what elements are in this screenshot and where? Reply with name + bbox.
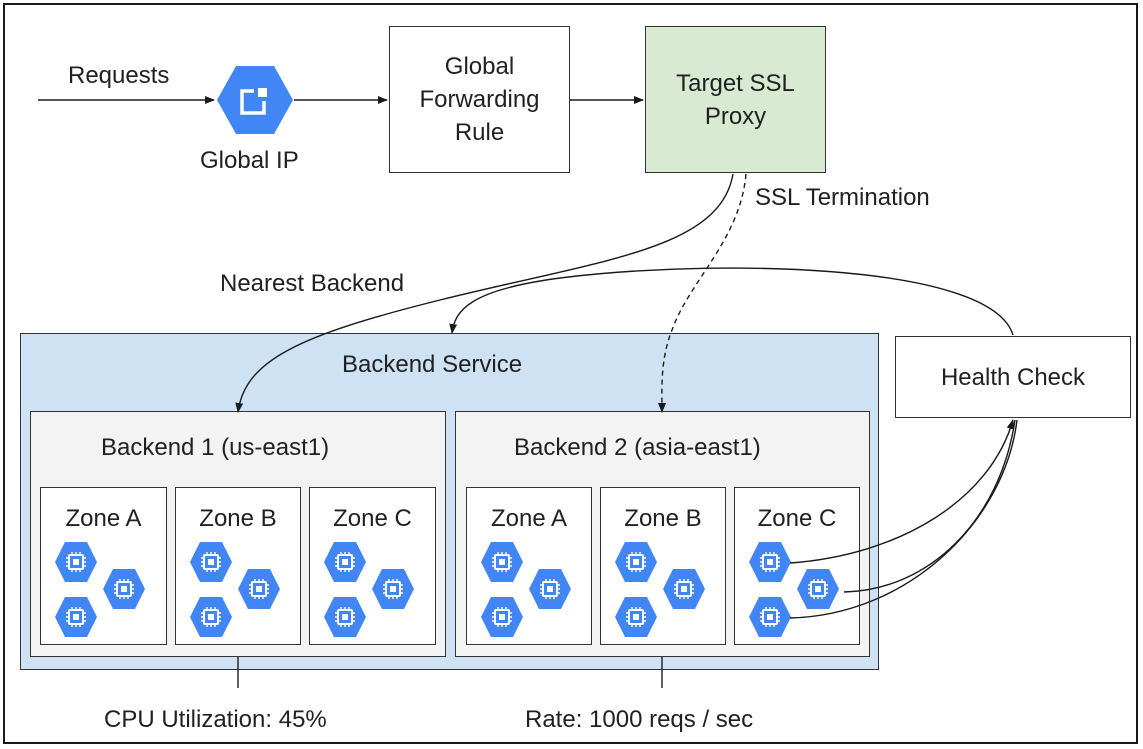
zone-label: Zone C xyxy=(333,505,412,532)
global-forwarding-rule-box: Global Forwarding Rule xyxy=(389,26,570,173)
global-ip-icon xyxy=(217,66,293,134)
compute-engine-instance-icon xyxy=(749,542,791,582)
compute-engine-instance-icon xyxy=(749,597,791,637)
backend-service-title: Backend Service xyxy=(342,351,523,378)
zone-label: Zone C xyxy=(757,505,837,532)
requests-label: Requests xyxy=(68,62,170,89)
compute-engine-instance-icon xyxy=(663,569,705,609)
compute-engine-instance-icon xyxy=(481,597,523,637)
nearest-backend-label: Nearest Backend xyxy=(220,270,405,297)
rate-label: Rate: 1000 reqs / sec xyxy=(525,706,754,733)
cpu-utilization-label: CPU Utilization: 45% xyxy=(104,706,327,733)
compute-engine-instance-icon xyxy=(529,569,571,609)
compute-engine-instance-icon xyxy=(238,569,280,609)
backend-2-title: Backend 2 (asia-east1) xyxy=(514,434,761,461)
zone-label: Zone B xyxy=(199,505,277,532)
compute-engine-instance-icon xyxy=(797,569,839,609)
compute-engine-instance-icon xyxy=(615,542,657,582)
zone-label: Zone B xyxy=(624,505,702,532)
zone-label: Zone A xyxy=(65,505,142,532)
compute-engine-instance-icon xyxy=(190,597,232,637)
zone-label: Zone A xyxy=(490,505,568,532)
compute-engine-instance-icon xyxy=(372,569,414,609)
compute-engine-instance-icon xyxy=(615,597,657,637)
compute-engine-instance-icon xyxy=(55,542,97,582)
compute-engine-instance-icon xyxy=(481,542,523,582)
backend-1-title: Backend 1 (us-east1) xyxy=(101,434,330,461)
global-ip-label: Global IP xyxy=(200,147,299,174)
compute-engine-instance-icon xyxy=(190,542,232,582)
compute-engine-instance-icon xyxy=(103,569,145,609)
compute-engine-instance-icon xyxy=(324,597,366,637)
health-check-box: Health Check xyxy=(895,336,1131,418)
diagram-frame xyxy=(3,3,1138,744)
ssl-termination-label: SSL Termination xyxy=(755,184,930,211)
target-ssl-proxy-box: Target SSL Proxy xyxy=(645,26,826,173)
compute-engine-instance-icon xyxy=(55,597,97,637)
compute-engine-instance-icon xyxy=(324,542,366,582)
